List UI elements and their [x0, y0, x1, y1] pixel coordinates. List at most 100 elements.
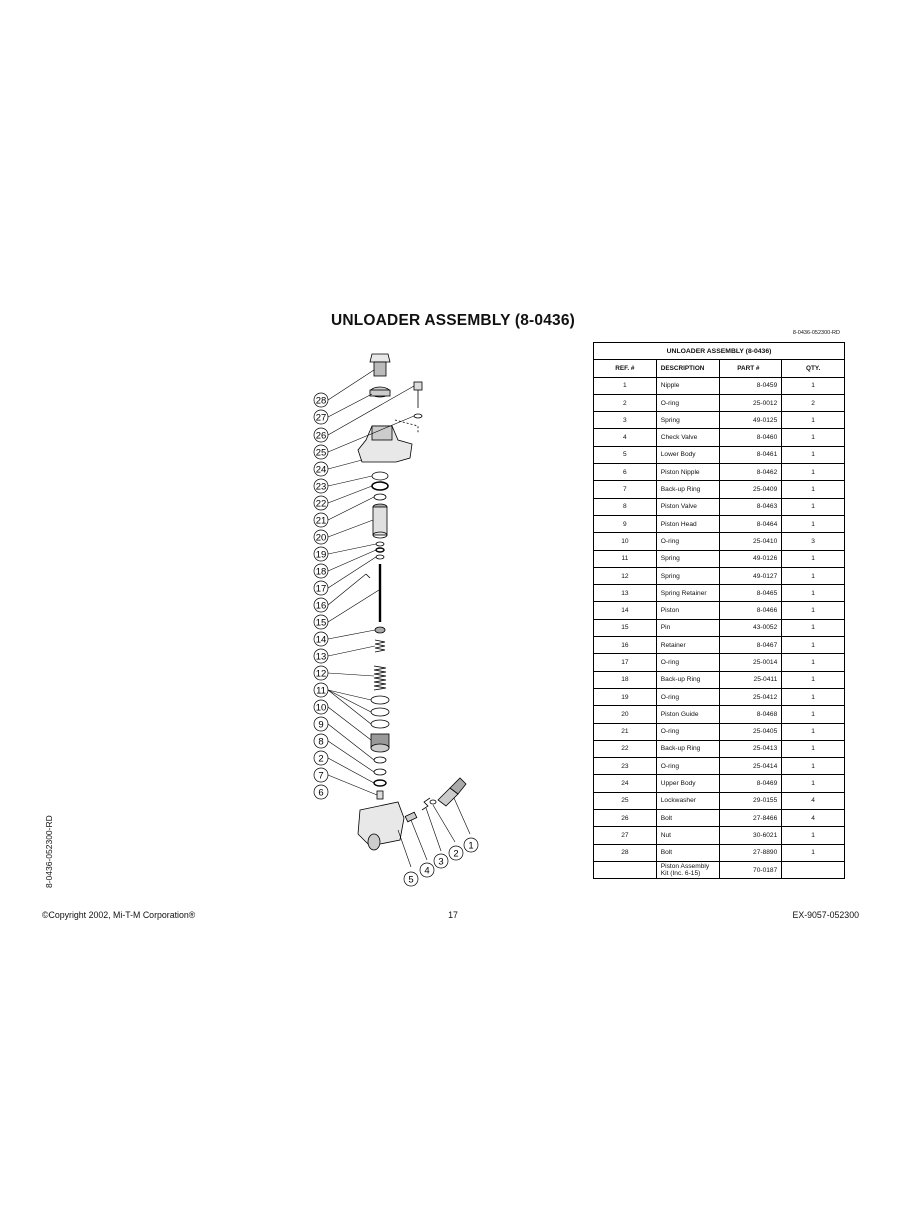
cell-qty: 1 — [781, 636, 845, 655]
cell-description: Retainer — [655, 636, 720, 655]
cell-part-number: 8-0461 — [718, 445, 783, 465]
cell-qty: 1 — [781, 757, 845, 776]
cell-part-number: 25-0412 — [718, 687, 783, 707]
cell-description: Nut — [655, 826, 720, 845]
cell-description: Nipple — [655, 376, 720, 395]
cell-part-number: 29-0155 — [718, 791, 783, 811]
side-drawing-code: 8-0436-052300-RD — [44, 815, 54, 888]
cell-qty — [781, 860, 845, 880]
cell-ref: 10 — [593, 532, 657, 551]
cell-ref: 18 — [593, 670, 657, 689]
cell-part-number: 8-0469 — [718, 774, 783, 793]
callout-15: 15 — [316, 618, 327, 629]
cell-part-number: 25-0410 — [718, 532, 783, 551]
table-caption: UNLOADER ASSEMBLY (8-0436) — [593, 341, 845, 361]
cell-qty: 3 — [781, 532, 845, 551]
cell-description: Spring — [655, 411, 720, 430]
cell-ref: 6 — [593, 463, 657, 482]
cell-qty: 1 — [781, 497, 845, 516]
header-qty: QTY. — [781, 359, 845, 378]
cell-part-number: 70-0187 — [718, 860, 783, 880]
cell-qty: 1 — [781, 445, 845, 465]
callout-14: 14 — [316, 635, 327, 646]
cell-part-number: 8-0468 — [718, 705, 783, 724]
cell-description: Piston Assembly Kit (Inc. 6-15) — [655, 860, 720, 880]
bottom-callouts: 5 4 3 2 1 — [403, 837, 479, 887]
callout-11: 11 — [316, 686, 326, 697]
header-ref: REF. # — [593, 359, 657, 378]
cell-description: Back-up Ring — [655, 739, 720, 759]
cell-description: Piston — [655, 601, 720, 620]
callout-23: 23 — [316, 482, 327, 493]
cell-ref: 12 — [593, 566, 657, 586]
cell-part-number: 8-0459 — [718, 376, 783, 395]
cell-description: Bolt — [655, 809, 720, 828]
cell-description: Lockwasher — [655, 791, 720, 811]
cell-part-number: 30-6021 — [718, 826, 783, 845]
cell-part-number: 8-0467 — [718, 636, 783, 655]
cell-ref: 4 — [593, 428, 657, 447]
cell-description: Piston Valve — [655, 497, 720, 516]
callout-1: 1 — [468, 841, 473, 852]
footer-copyright: ©Copyright 2002, Mi-T-M Corporation® — [42, 910, 196, 920]
cell-part-number: 43-0052 — [718, 618, 783, 638]
cell-qty: 1 — [781, 774, 845, 793]
cell-qty: 1 — [781, 653, 845, 672]
cell-qty: 1 — [781, 705, 845, 724]
callout-24: 24 — [316, 465, 327, 476]
cell-qty: 1 — [781, 428, 845, 447]
parts-table: UNLOADER ASSEMBLY (8-0436) REF. # DESCRI… — [593, 341, 845, 880]
callout-17: 17 — [316, 584, 327, 595]
cell-part-number: 25-0409 — [718, 480, 783, 499]
cell-ref: 8 — [593, 497, 657, 516]
drawing-code: 8-0436-052300-RD — [792, 330, 840, 336]
cell-description: Pin — [655, 618, 720, 638]
cell-part-number: 8-0460 — [718, 428, 783, 447]
cell-description: O-ring — [655, 687, 720, 707]
footer-page-number: 17 — [448, 910, 458, 920]
cell-part-number: 8-0463 — [718, 497, 783, 516]
cell-qty: 1 — [781, 566, 845, 586]
cell-description: Back-up Ring — [655, 670, 720, 689]
table-row: Piston Assembly Kit (Inc. 6-15)70-0187 — [593, 860, 845, 880]
cell-description: Bolt — [655, 843, 720, 862]
callout-28: 28 — [316, 396, 327, 407]
cell-ref: 14 — [593, 601, 657, 620]
cell-qty: 2 — [781, 393, 845, 413]
callout-13: 13 — [316, 652, 327, 663]
cell-part-number: 25-0014 — [718, 653, 783, 672]
callout-10: 10 — [316, 703, 327, 714]
cell-part-number: 25-0413 — [718, 739, 783, 759]
footer-doc-code: EX-9057-052300 — [792, 910, 859, 920]
cell-qty: 1 — [781, 549, 845, 568]
cell-qty: 1 — [781, 514, 845, 534]
cell-part-number: 49-0126 — [718, 549, 783, 568]
cell-ref: 11 — [593, 549, 657, 568]
header-description: DESCRIPTION — [655, 359, 720, 378]
cell-description: Spring — [655, 549, 720, 568]
cell-ref: 25 — [593, 791, 657, 811]
cell-part-number: 27-8466 — [718, 809, 783, 828]
cell-part-number: 25-0405 — [718, 722, 783, 741]
cell-description: Spring Retainer — [655, 584, 720, 603]
cell-description: O-ring — [655, 757, 720, 776]
cell-ref: 7 — [593, 480, 657, 499]
cell-qty: 1 — [781, 463, 845, 482]
callout-20: 20 — [316, 533, 327, 544]
callout-26: 26 — [316, 431, 327, 442]
cell-part-number: 49-0125 — [718, 411, 783, 430]
cell-description: Lower Body — [655, 445, 720, 465]
cell-qty: 1 — [781, 411, 845, 430]
